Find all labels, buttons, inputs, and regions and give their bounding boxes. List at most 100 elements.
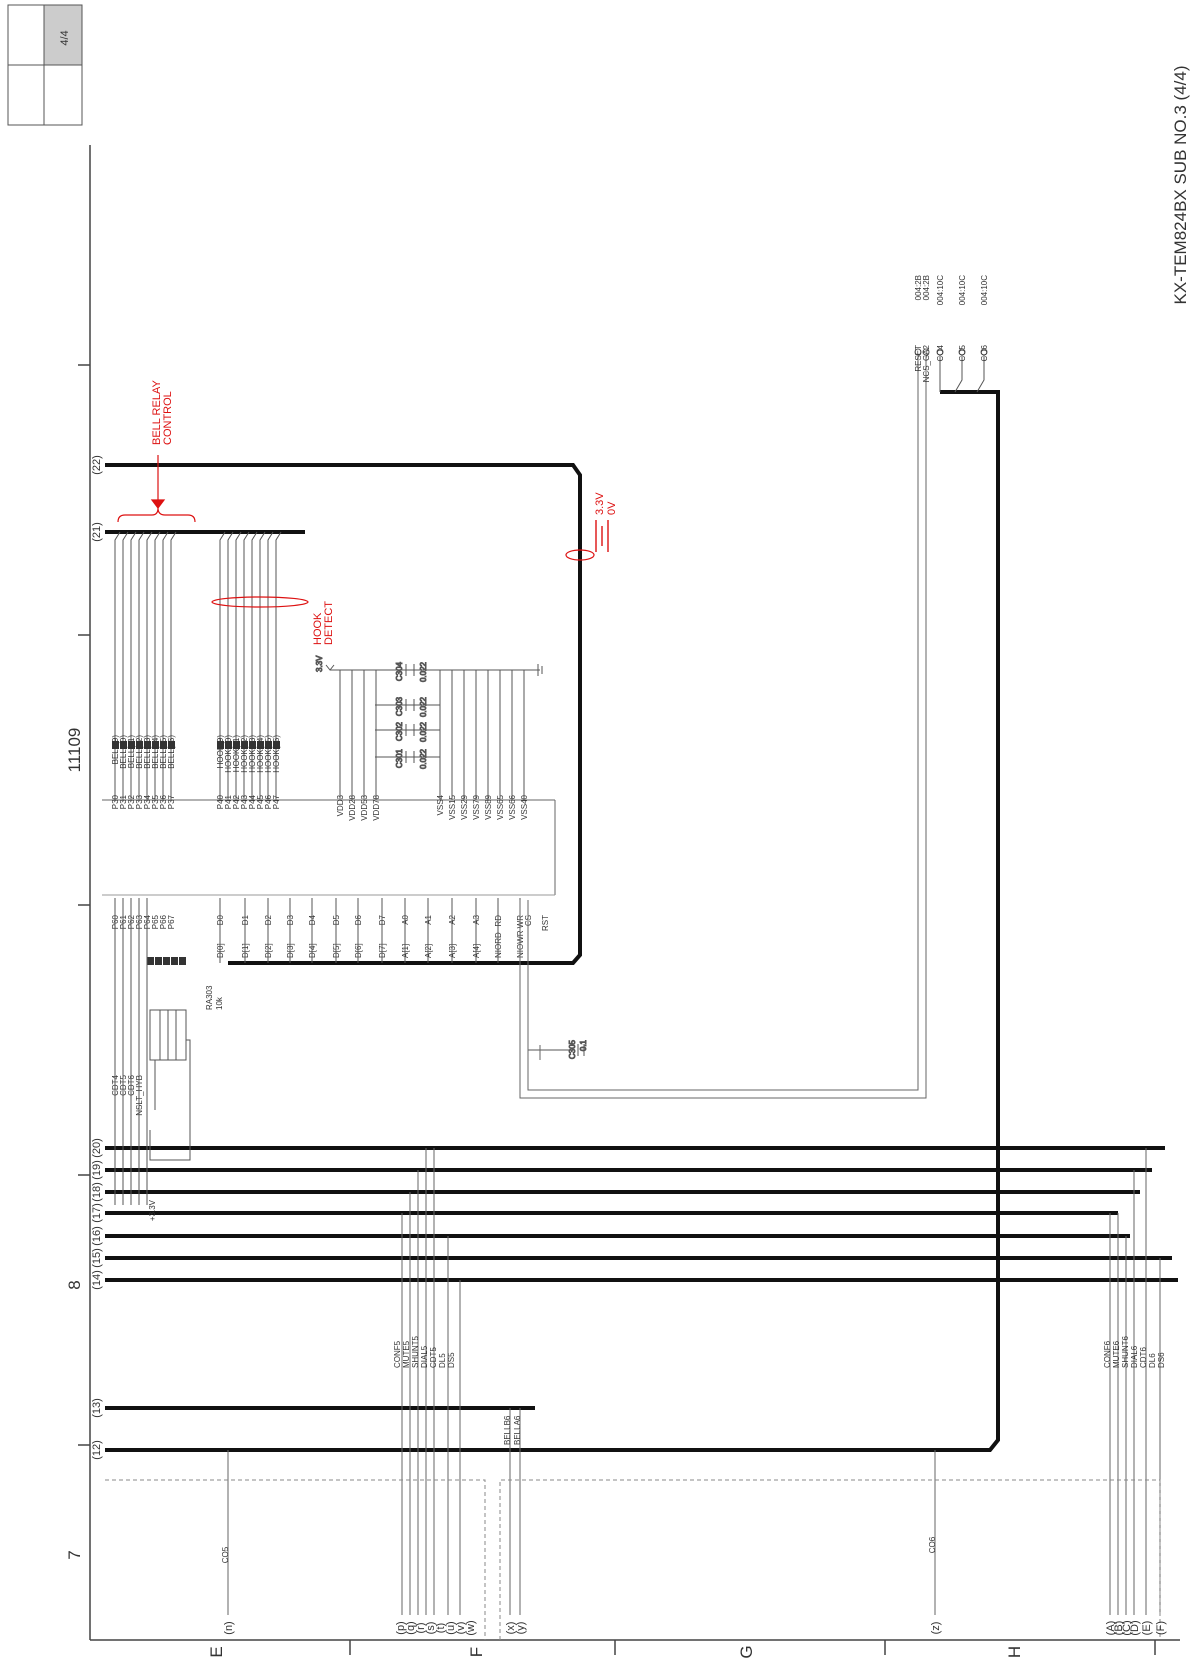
c305-ref: C305 (568, 1039, 577, 1059)
bell-lines (114, 531, 177, 800)
cap-value-0: 0.022 (419, 661, 428, 682)
offpage-arrow-3 (958, 348, 966, 356)
pin-vdd28: VDD28 (348, 794, 357, 820)
bus-12 (105, 390, 1000, 1452)
ra303-ref: RA303 (205, 985, 214, 1010)
cap-ref-1: C303 (395, 696, 404, 716)
tp-hook-0 (217, 741, 224, 749)
pin-p32: P32 (127, 794, 136, 809)
supply-plus33: +3.3V (148, 1199, 157, 1221)
co-output-lines (939, 355, 985, 393)
bottom-label-5: (t) (435, 1623, 447, 1633)
connector-label-12: (12) (91, 1440, 103, 1460)
tp-bell-6 (160, 741, 167, 749)
net-bell-10: BELL(10) (119, 735, 128, 769)
bottom-label-0: (n) (223, 1621, 235, 1634)
tp-bell-0 (112, 741, 119, 749)
pin-p30: P30 (111, 794, 120, 809)
bottom-label-8: (w) (465, 1620, 477, 1635)
cap-value-2: 0.022 (419, 721, 428, 742)
bell-signal-0: BELLB6 (503, 1415, 512, 1445)
tp-hook-3 (241, 741, 248, 749)
tp-low-2 (163, 957, 170, 965)
bottom-label-15: (D) (1129, 1620, 1141, 1635)
pin-vss4: VSS4 (436, 794, 445, 815)
pin-vss66: VSS66 (508, 794, 517, 819)
bottom-label-11: (z) (930, 1622, 942, 1635)
pin-p40: P40 (216, 794, 225, 809)
hook-ellipse (211, 596, 309, 608)
connector-label-22: (22) (91, 455, 103, 475)
hook-line-10 (227, 531, 234, 800)
offpage-ref-2: 004:10C (936, 275, 945, 305)
bus-signal-right-6: DS6 (1157, 1352, 1166, 1368)
pin-p67: P67 (167, 914, 176, 929)
col-label-8: 8 (65, 1280, 84, 1289)
hook-label: HOOK (312, 612, 324, 645)
bell-line-15 (162, 531, 169, 800)
net-hook-15: HOOK(15) (264, 735, 273, 773)
connector-labels: (12)(13)(14)(15)(16)(17)(18)(19)(20)(21)… (91, 455, 103, 1460)
net-bell-12: BELL(12) (135, 735, 144, 769)
pin-vss40: VSS40 (520, 794, 529, 819)
tp-low-3 (171, 957, 178, 965)
ic-name: 11109 (65, 728, 84, 773)
row-label-e: E (207, 1646, 226, 1657)
bottom-label-6: (u) (445, 1621, 457, 1634)
pin-p47: P47 (272, 794, 281, 809)
pin-vss79: VSS79 (472, 794, 481, 819)
offpage-net-3: CO5 (958, 344, 967, 361)
hook-line-15 (267, 531, 274, 800)
hook-line-13 (251, 531, 258, 800)
bell-relay-brace (117, 455, 196, 523)
tp-hook-1 (225, 741, 232, 749)
tp-hook-7 (273, 741, 280, 749)
offpage-arrows (914, 348, 988, 356)
v33-label: 3.3V (594, 492, 606, 515)
bus-signal-left-5: DL5 (438, 1353, 447, 1368)
connector-label-16: (16) (91, 1226, 103, 1246)
net-bell-15: BELL(15) (159, 735, 168, 769)
tp-hook-4 (249, 741, 256, 749)
connector-label-20: (20) (91, 1138, 103, 1158)
pin-p44: P44 (248, 794, 257, 809)
tp-hook-2 (233, 741, 240, 749)
row-label-g: G (737, 1645, 756, 1658)
resistor-array-ra303 (149, 1009, 191, 1161)
net-hook-12: HOOK(12) (240, 735, 249, 773)
bottom-label-10: (y) (515, 1622, 527, 1635)
hook-lines (219, 531, 282, 800)
bus-signal-left-1: MUTE5 (402, 1340, 411, 1368)
bottom-label-2: (q) (405, 1621, 417, 1634)
cap-ref-3: C301 (395, 748, 404, 768)
pin-vdd53: VDD53 (360, 794, 369, 820)
tp-bell-7 (168, 741, 175, 749)
cap-value-3: 0.022 (419, 748, 428, 769)
pin-p41: P41 (224, 794, 233, 809)
connector-label-18: (18) (91, 1182, 103, 1202)
bus-signal-right-0: CONF6 (1103, 1340, 1112, 1368)
net-hook-10: HOOK(10) (224, 735, 233, 773)
tp-bell-2 (128, 741, 135, 749)
net-hook-16: HOOK(16) (272, 735, 281, 773)
connector-label-19: (19) (91, 1160, 103, 1180)
connector-label-17: (17) (91, 1203, 103, 1223)
bottom-label-16: (E) (1141, 1621, 1153, 1636)
offpage-arrow-2 (936, 348, 944, 356)
reset-lines (519, 355, 927, 1099)
net-hook-9: HOOK(9) (216, 735, 225, 769)
v0-label: 0V (606, 501, 618, 515)
offpage-arrow-4 (980, 348, 988, 356)
hook-line-9 (219, 531, 226, 800)
cap-ref-2: C302 (395, 721, 404, 741)
tp-low-4 (179, 957, 186, 965)
offpage-ref-4: 004:10C (980, 275, 989, 305)
row-label-h: H (1005, 1646, 1024, 1658)
bell-line-10 (122, 531, 129, 800)
offpage-net-1: NCS_GA2 (922, 344, 931, 382)
bus-signal-right-3: DIAL6 (1130, 1345, 1139, 1368)
net-co6: CO6 (928, 1536, 937, 1553)
